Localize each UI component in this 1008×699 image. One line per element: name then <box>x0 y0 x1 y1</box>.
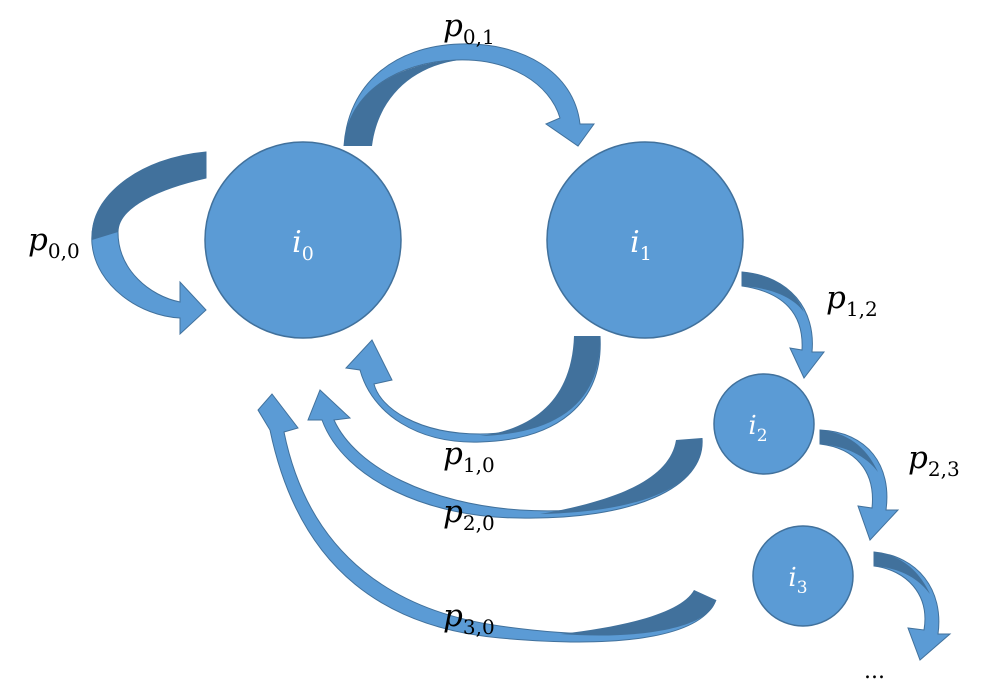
continuation-ellipsis: ... <box>864 659 885 684</box>
svg-text:i1: i1 <box>630 225 652 265</box>
label-p20: p2,0 <box>443 494 495 535</box>
edge-p30-arrow <box>257 393 717 643</box>
node-i2: i2 <box>713 373 815 475</box>
edge-p23-arrow <box>819 429 900 541</box>
label-p10: p1,0 <box>443 436 495 477</box>
svg-text:i3: i3 <box>788 563 807 598</box>
node-i1: i1 <box>546 141 744 339</box>
label-p30: p3,0 <box>443 598 495 639</box>
label-p12: p1,2 <box>826 280 878 321</box>
svg-text:i2: i2 <box>748 411 767 446</box>
label-p23: p2,3 <box>908 440 960 481</box>
node-i0: i0 <box>204 141 402 339</box>
label-p00: p0,0 <box>28 222 80 263</box>
svg-text:i0: i0 <box>292 225 314 265</box>
label-p01: p0,1 <box>443 8 495 49</box>
edge-p01-arrow <box>343 43 595 147</box>
edge-continuation-arrow <box>873 551 952 661</box>
node-i3: i3 <box>752 525 854 627</box>
